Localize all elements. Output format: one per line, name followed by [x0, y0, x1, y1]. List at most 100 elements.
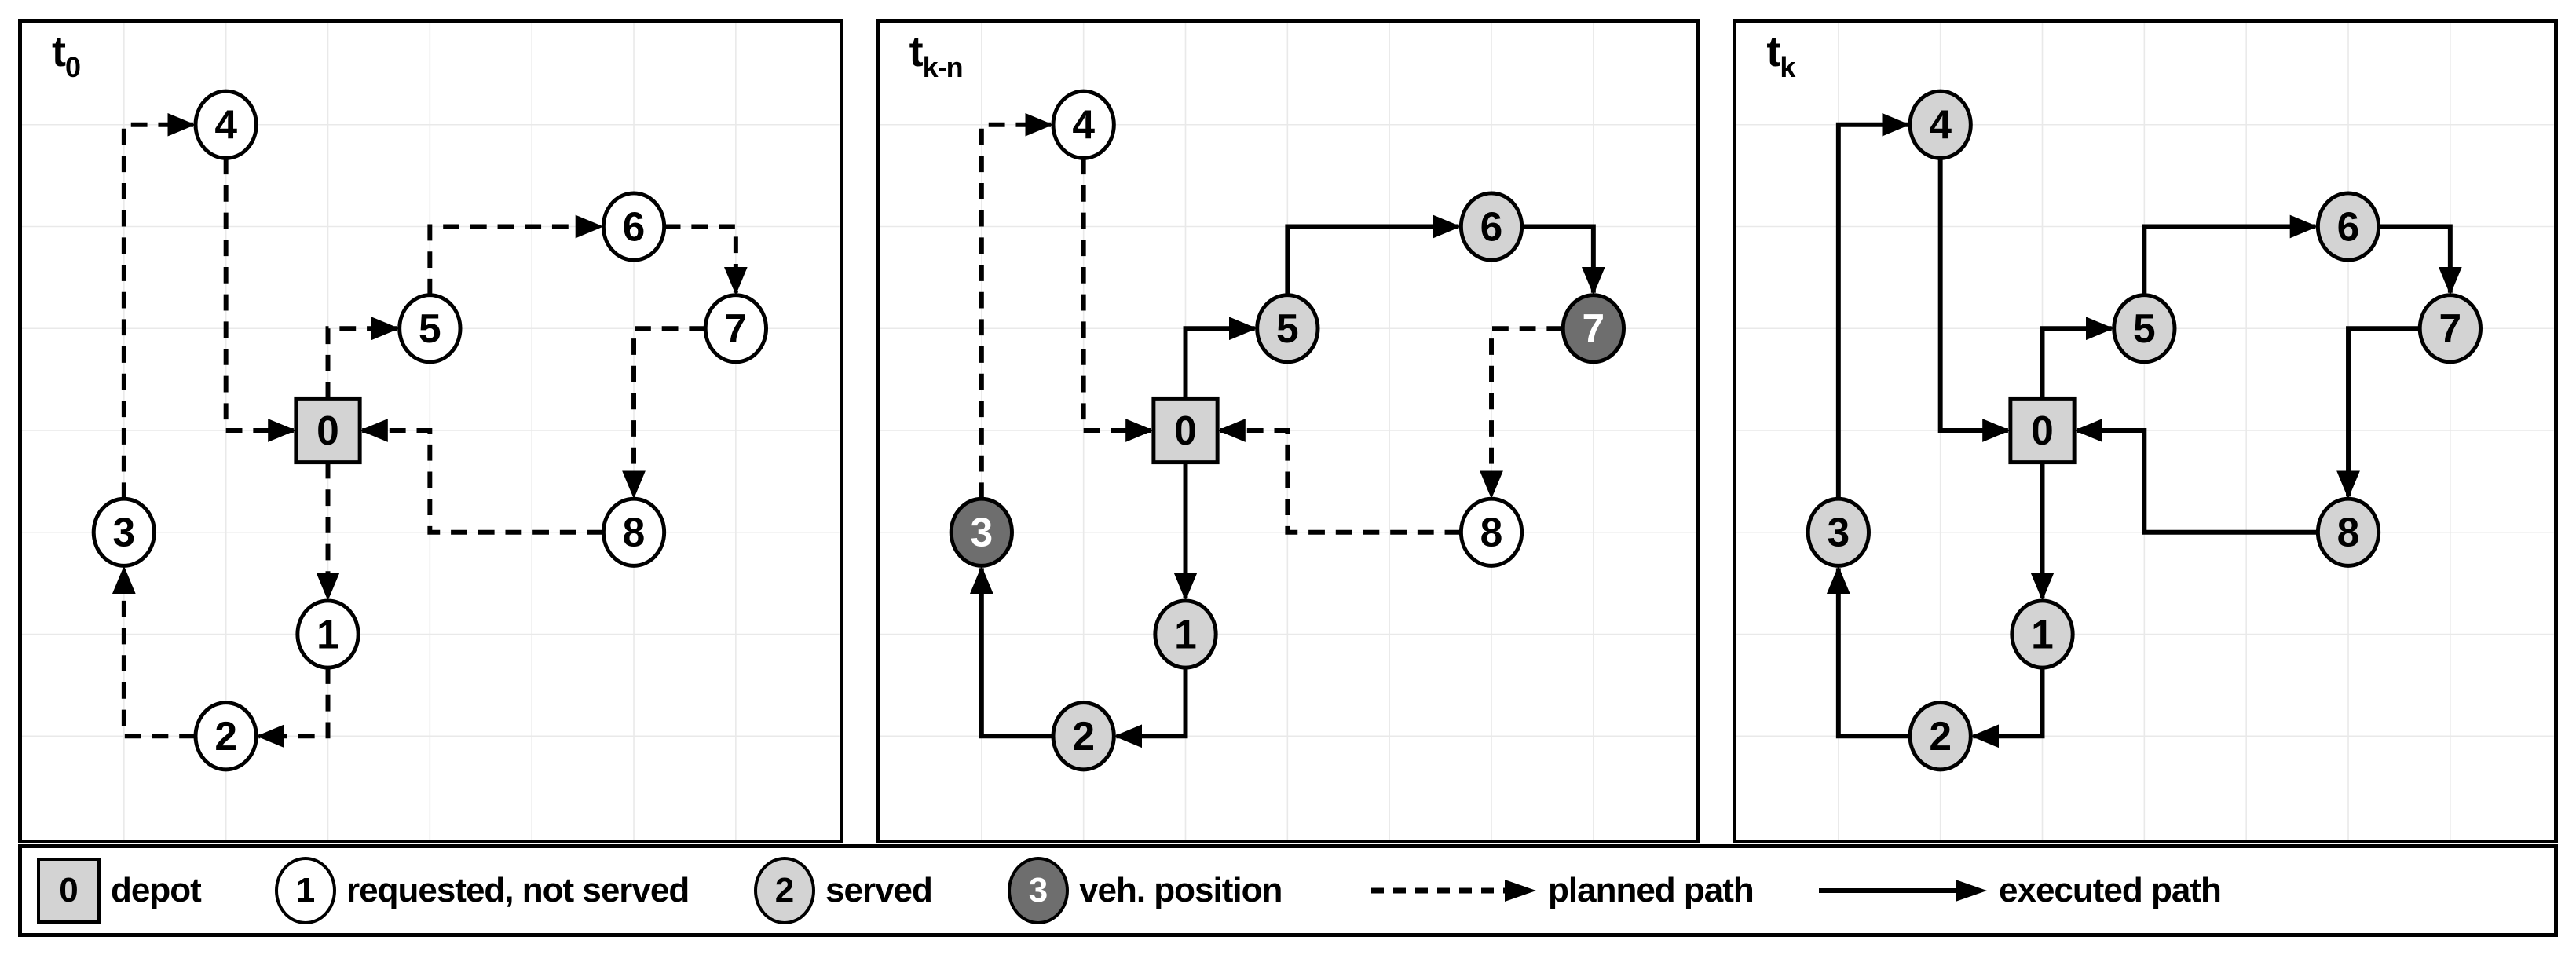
- node-label: 2: [1072, 713, 1095, 759]
- node-circle: [2316, 496, 2381, 568]
- edge-2-3-executed: [1827, 565, 1911, 739]
- vehicle-circle-icon: 3: [1008, 857, 1069, 924]
- node-3-vehicle: 3: [949, 496, 1014, 568]
- legend-label-depot: depot: [111, 871, 202, 909]
- vehicle-symbol-number: 3: [1028, 871, 1048, 909]
- node-4-unserved: 4: [1051, 89, 1116, 160]
- node-2-served: 2: [1908, 701, 1974, 772]
- node-label: 5: [1276, 306, 1299, 351]
- node-label: 7: [2439, 306, 2462, 351]
- edge-3-4-executed: [1836, 112, 1911, 499]
- node-circle: [1806, 496, 1872, 568]
- node-circle: [1908, 89, 1974, 160]
- edge-8-0-planned: [1217, 419, 1462, 535]
- node-5-served: 5: [1254, 293, 1320, 364]
- node-7-unserved: 7: [703, 293, 768, 364]
- legend-label-planned-path: planned path: [1548, 871, 1755, 909]
- node-label: 6: [1480, 203, 1502, 249]
- edge-4-0-executed: [1938, 158, 2011, 442]
- node-label: 3: [970, 510, 993, 555]
- node-6-served: 6: [1458, 191, 1524, 262]
- legend-label-executed-path: executed path: [1999, 871, 2222, 909]
- legend-item-served: 2 served: [754, 857, 933, 924]
- edge-1-2-executed: [1970, 668, 2045, 748]
- node-circle: [2316, 191, 2381, 262]
- served-circle-icon: 2: [754, 857, 815, 924]
- node-label: 0: [317, 408, 339, 453]
- node-label: 3: [113, 510, 136, 555]
- node-circle: [1153, 598, 1218, 670]
- depot-symbol-number: 0: [59, 871, 79, 909]
- node-label: 5: [419, 306, 441, 351]
- node-circle: [601, 496, 667, 568]
- node-label: 0: [1174, 408, 1197, 453]
- panel-title-t0: t0: [52, 28, 81, 83]
- depot-square-icon: 0: [37, 858, 101, 924]
- node-4-unserved: 4: [193, 89, 258, 160]
- node-circle: [1051, 701, 1116, 772]
- edge-3-4-planned: [121, 112, 196, 499]
- node-circle: [193, 89, 258, 160]
- edge-7-8-executed: [2336, 326, 2420, 499]
- node-6-served: 6: [2316, 191, 2381, 262]
- edge-8-0-executed: [2074, 419, 2318, 535]
- edge-5-6-planned: [427, 214, 604, 295]
- node-0-depot: 0: [2008, 396, 2077, 465]
- node-1-unserved: 1: [295, 598, 360, 670]
- edge-7-8-planned: [1479, 326, 1563, 499]
- node-3-served: 3: [1806, 496, 1872, 568]
- node-circle: [1254, 293, 1320, 364]
- node-label: 1: [1174, 611, 1197, 657]
- dashed-arrow-icon: [1371, 880, 1536, 902]
- node-3-unserved: 3: [91, 496, 156, 568]
- legend-item-requested: 1 requested, not served: [275, 857, 690, 924]
- node-circle: [1561, 293, 1626, 364]
- edge-0-5-executed: [1183, 317, 1257, 399]
- node-5-served: 5: [2112, 293, 2177, 364]
- legend-box: 0 depot 1 requested, not served 2 served…: [18, 844, 2558, 937]
- node-8-unserved: 8: [1458, 496, 1524, 568]
- legend-item-executed-path: executed path: [1817, 871, 2222, 910]
- node-circle: [91, 496, 156, 568]
- node-label: 8: [623, 510, 646, 555]
- node-label: 8: [2337, 510, 2360, 555]
- node-7-vehicle: 7: [1561, 293, 1626, 364]
- node-label: 6: [2337, 203, 2360, 249]
- node-circle: [1458, 496, 1524, 568]
- node-1-served: 1: [1153, 598, 1218, 670]
- node-label: 7: [1582, 306, 1605, 351]
- node-circle: [397, 293, 463, 364]
- node-label: 4: [1072, 102, 1095, 148]
- unserved-circle-icon: 1: [275, 857, 336, 924]
- node-label: 8: [1480, 510, 1502, 555]
- node-circle: [2010, 598, 2075, 670]
- node-label: 1: [317, 611, 339, 657]
- edge-6-7-executed: [2379, 224, 2463, 295]
- edge-2-3-executed: [969, 565, 1053, 739]
- edge-6-7-executed: [1521, 224, 1605, 295]
- node-0-depot: 0: [294, 396, 362, 465]
- node-0-depot: 0: [1151, 396, 1220, 465]
- node-label: 5: [2133, 306, 2156, 351]
- edge-2-3-planned: [112, 565, 196, 739]
- node-label: 1: [2032, 611, 2055, 657]
- edge-7-8-planned: [622, 326, 706, 499]
- legend-label-vehicle-position: veh. position: [1079, 871, 1283, 909]
- served-symbol-number: 2: [774, 871, 795, 909]
- depot-square: [294, 396, 362, 465]
- legend-label-requested: requested, not served: [346, 871, 690, 909]
- unserved-symbol-number: 1: [295, 871, 316, 909]
- node-label: 0: [2032, 408, 2055, 453]
- node-8-unserved: 8: [601, 496, 667, 568]
- edge-5-6-executed: [2142, 214, 2318, 295]
- node-circle: [703, 293, 768, 364]
- edge-0-5-executed: [2040, 317, 2115, 399]
- route-graph-tk-n: 0 1 2 3 4 5 6 7 8: [879, 23, 1697, 840]
- edge-8-0-planned: [360, 419, 604, 535]
